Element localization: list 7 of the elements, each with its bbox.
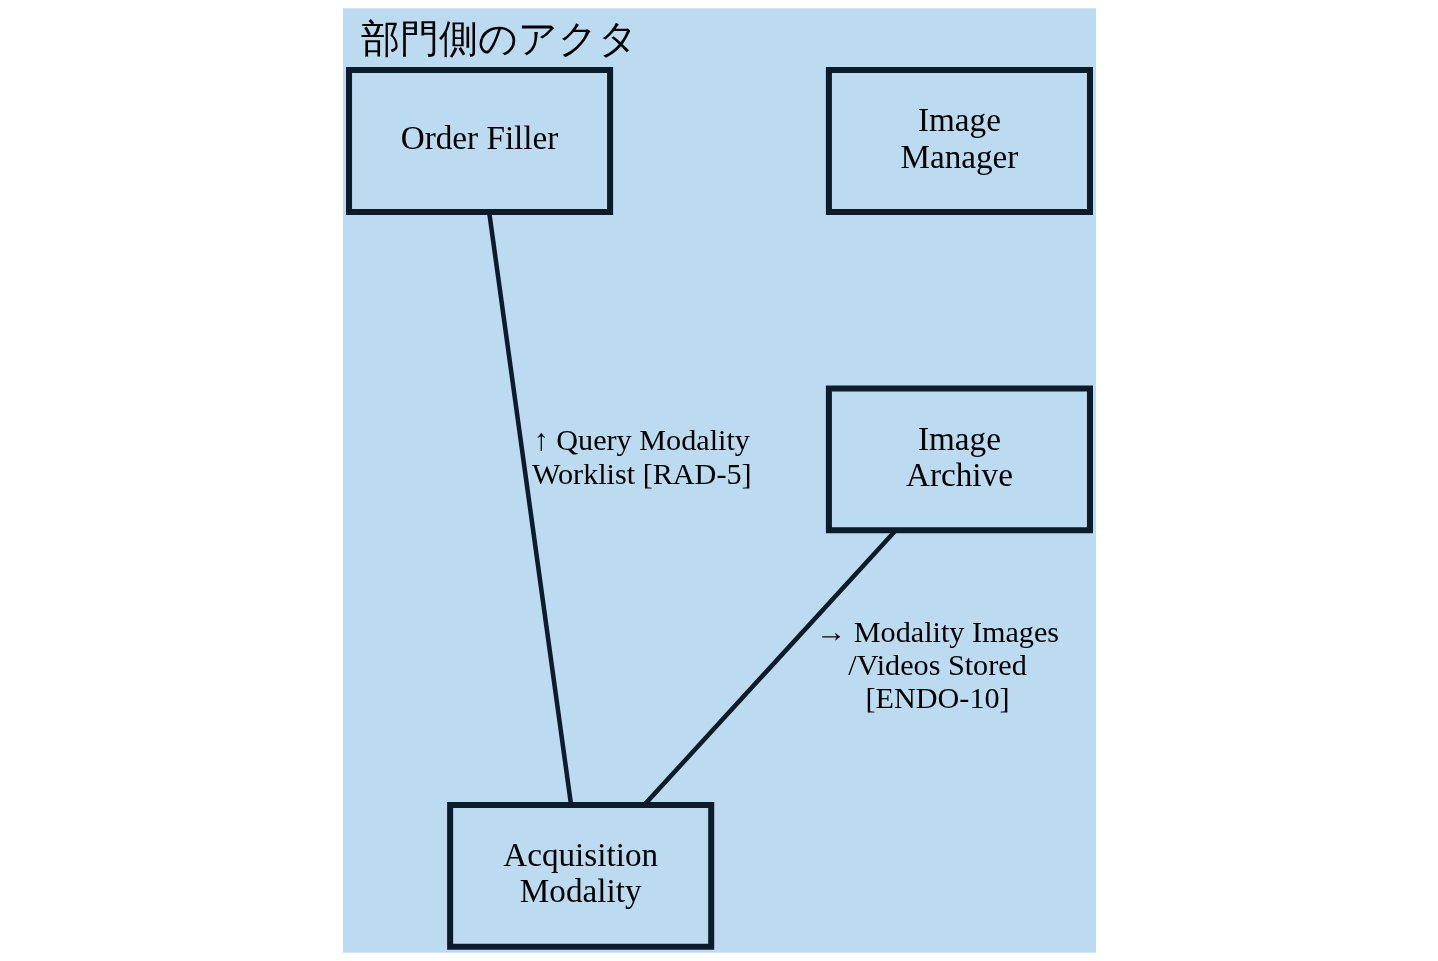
diagram-title: 部門側のアクタ: [360, 15, 638, 61]
node-box: Order Filler: [345, 67, 613, 215]
edge-label: ↑ Query Modality Worklist [RAD-5]: [531, 423, 752, 491]
node-box: Image Archive: [825, 385, 1093, 534]
edge-label: → Modality Images /Videos Stored [ENDO-10]: [815, 614, 1059, 716]
node-box: Acquisition Modality: [446, 801, 714, 950]
node-box: Image Manager: [825, 67, 1093, 215]
